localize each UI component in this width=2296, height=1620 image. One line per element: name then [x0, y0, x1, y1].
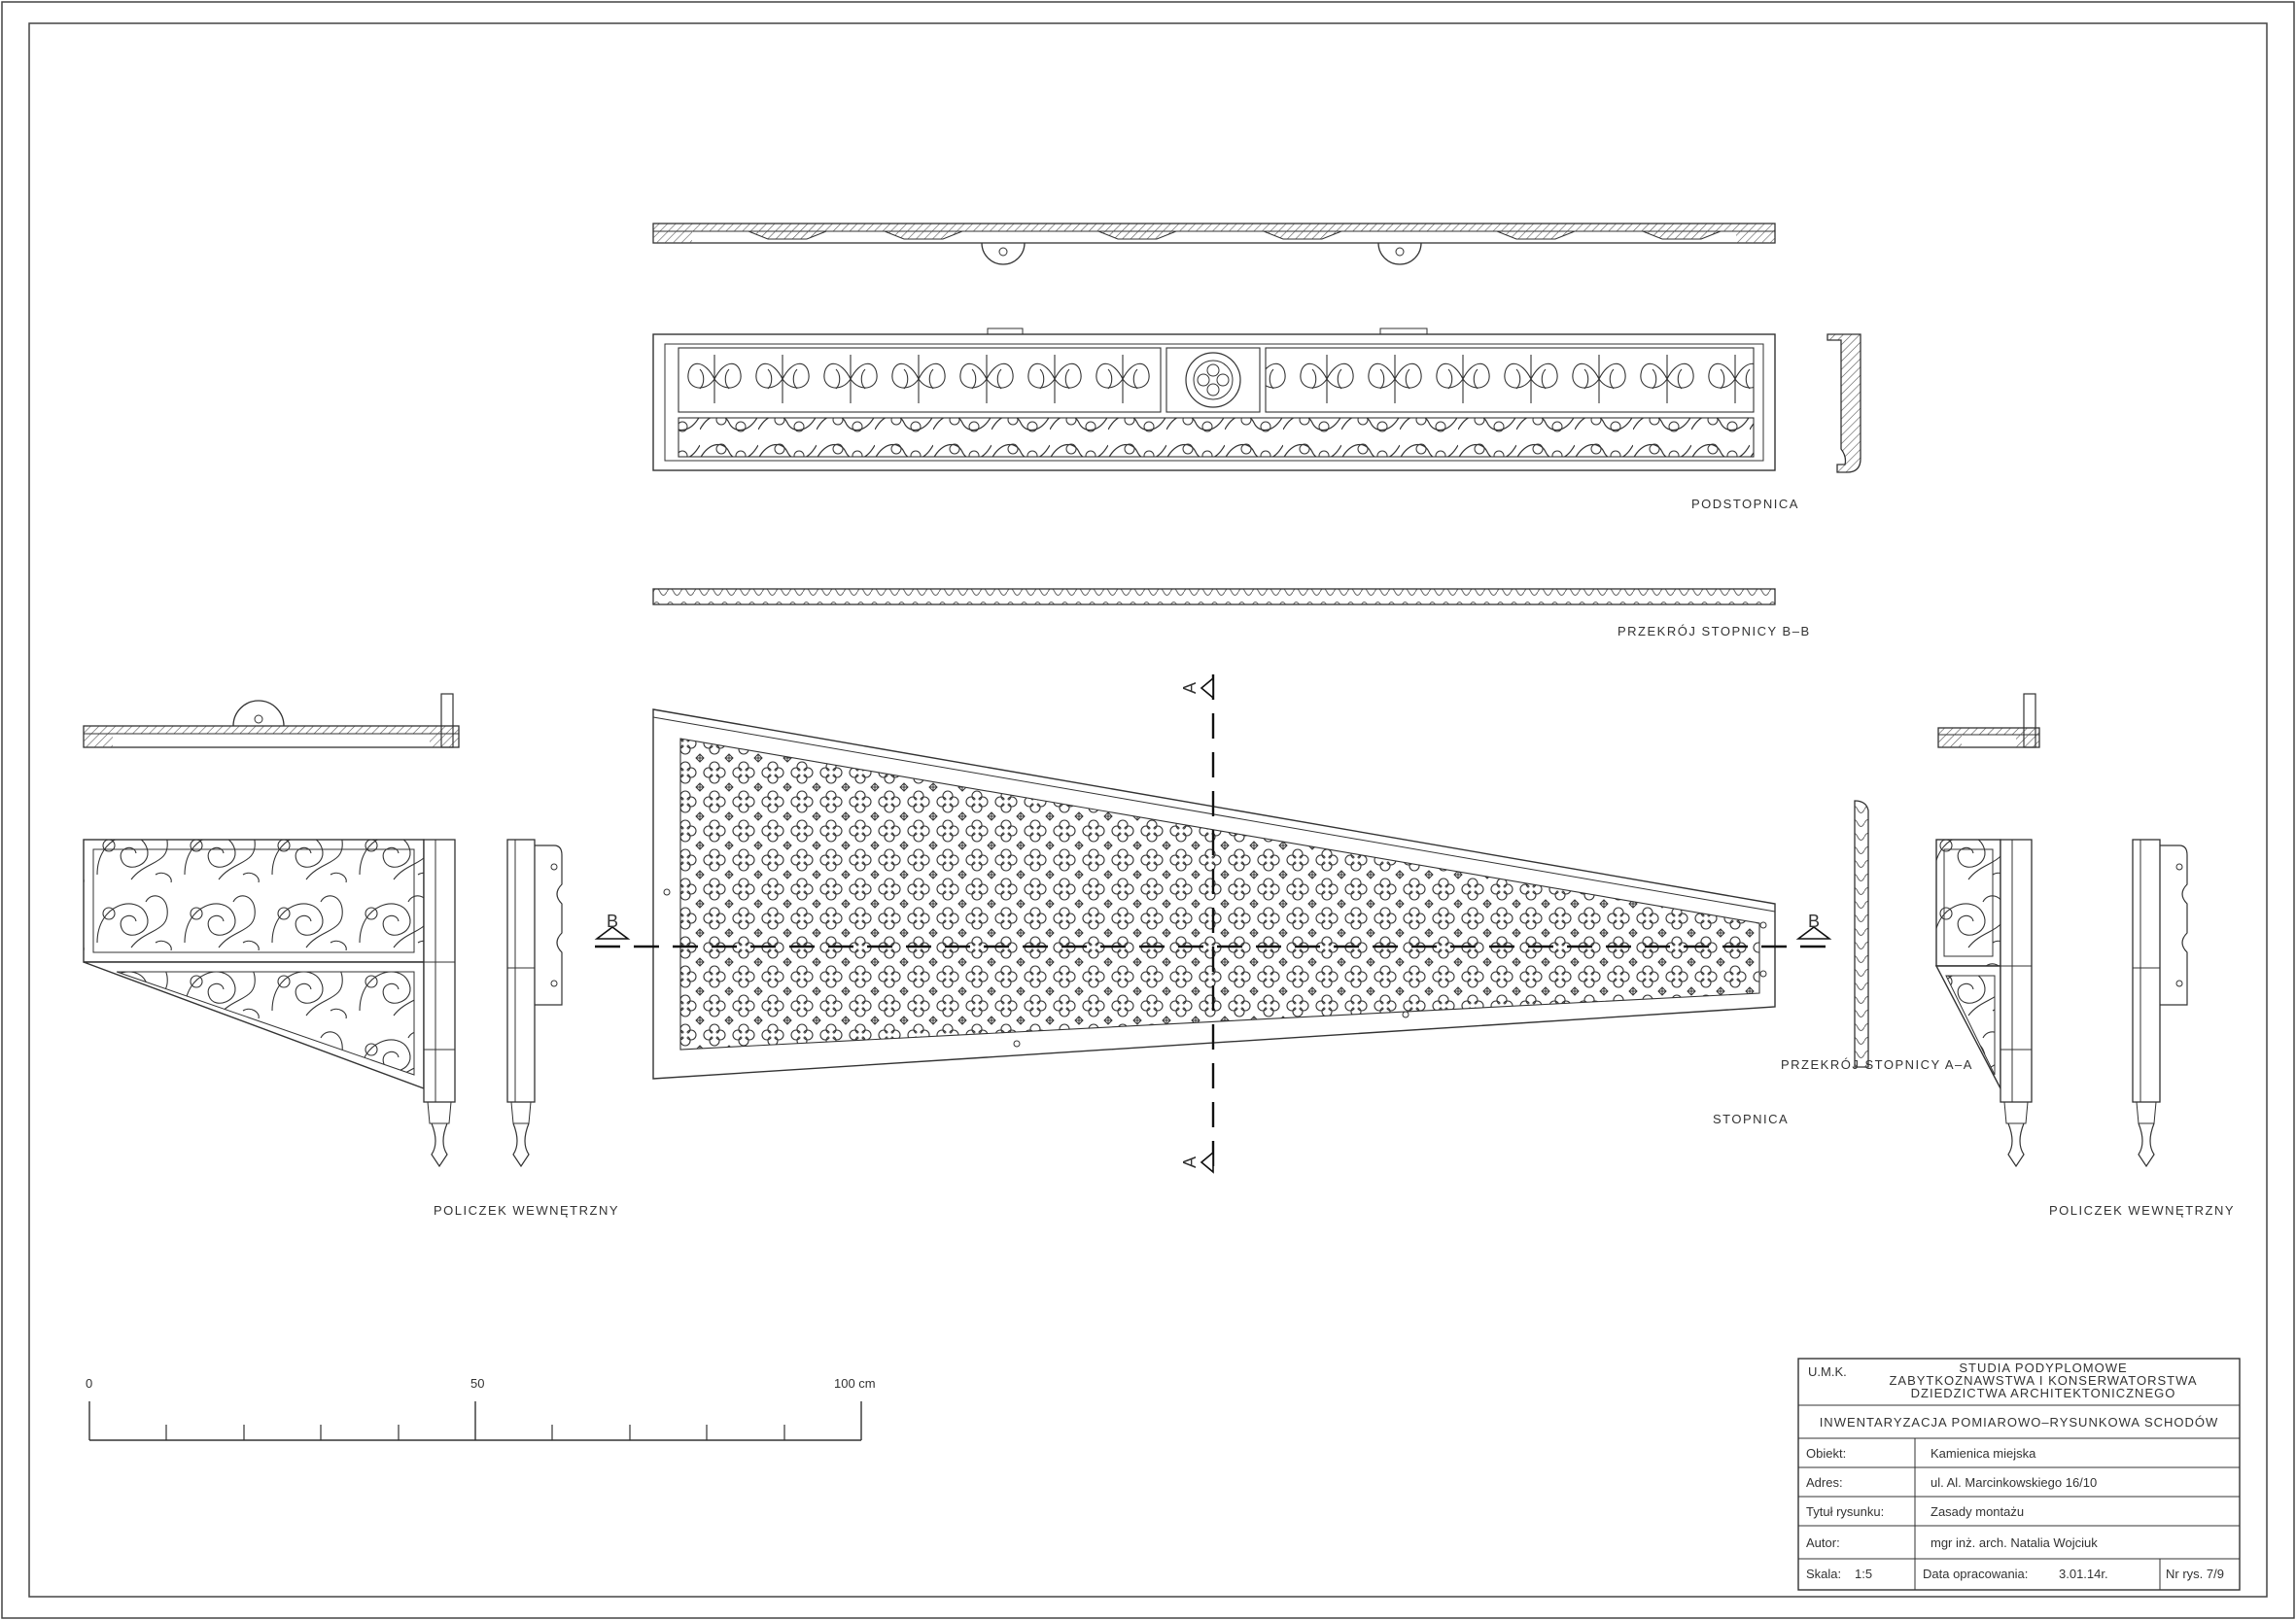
label-przekroj-aa: PRZEKRÓJ STOPNICY A–A: [1781, 1057, 1973, 1072]
row-obiekt-label: Obiekt:: [1806, 1446, 1846, 1461]
left-stringer-elevation: [83, 839, 456, 1168]
row-adres-value: ul. Al. Marcinkowskiego 16/10: [1931, 1475, 2097, 1490]
title-block-project: INWENTARYZACJA POMIAROWO–RYSUNKOWA SCHOD…: [1820, 1415, 2219, 1430]
date-value: 3.01.14r.: [2059, 1567, 2108, 1581]
cut-b-left: B: [607, 912, 618, 931]
section-line-aa: [1200, 674, 1215, 1176]
right-stringer-side: [2132, 839, 2188, 1168]
scale-tick-50: 50: [470, 1376, 484, 1391]
riser-side-section: [1826, 333, 1861, 473]
title-block-header-2: ZABYTKOZNAWSTWA I KONSERWATORSTWA: [1889, 1373, 2197, 1388]
label-policzek-right: POLICZEK WEWNĘTRZNY: [2049, 1203, 2235, 1218]
title-block-org: U.M.K.: [1808, 1364, 1847, 1379]
scale-bar: [88, 1401, 862, 1441]
row-autor-value: mgr inż. arch. Natalia Wojciuk: [1931, 1535, 2098, 1550]
inner-frame: [28, 22, 2268, 1598]
cut-a-bottom: A: [1180, 1156, 1200, 1168]
label-policzek-left: POLICZEK WEWNĘTRZNY: [434, 1203, 619, 1218]
riser-plan-strip: [652, 223, 1776, 265]
row-obiekt-value: Kamienica miejska: [1931, 1446, 2036, 1461]
scale-tick-100: 100 cm: [834, 1376, 876, 1391]
tread-section-aa: [1854, 800, 1869, 1068]
riser-elevation: [652, 327, 1776, 471]
row-autor-label: Autor:: [1806, 1535, 1840, 1550]
left-stringer-side: [506, 839, 563, 1168]
row-tytul-label: Tytuł rysunku:: [1806, 1504, 1884, 1519]
cut-b-right: B: [1808, 912, 1820, 931]
right-stringer-elevation: [1934, 839, 2033, 1168]
section-line-bb: [594, 926, 1832, 948]
label-stopnica: STOPNICA: [1713, 1112, 1789, 1126]
row-adres-label: Adres:: [1806, 1475, 1843, 1490]
label-podstopnica: PODSTOPNICA: [1691, 497, 1799, 511]
tread-section-bb: [652, 588, 1776, 605]
cut-a-top: A: [1180, 682, 1200, 694]
title-block: [1797, 1358, 2241, 1591]
scale-value: 1:5: [1855, 1567, 1872, 1581]
left-stringer-plan: [83, 693, 460, 748]
right-stringer-plan: [1937, 693, 2040, 748]
label-przekroj-bb: PRZEKRÓJ STOPNICY B–B: [1618, 624, 1811, 638]
scale-tick-0: 0: [86, 1376, 92, 1391]
scale-label: Skala:: [1806, 1567, 1841, 1581]
title-block-header-1: STUDIA PODYPLOMOWE: [1959, 1361, 2127, 1375]
row-tytul-value: Zasady montażu: [1931, 1504, 2024, 1519]
title-block-header-3: DZIEDZICTWA ARCHITEKTONICZNEGO: [1911, 1386, 2176, 1400]
sheet-number: Nr rys. 7/9: [2166, 1567, 2224, 1581]
date-label: Data opracowania:: [1923, 1567, 2028, 1581]
